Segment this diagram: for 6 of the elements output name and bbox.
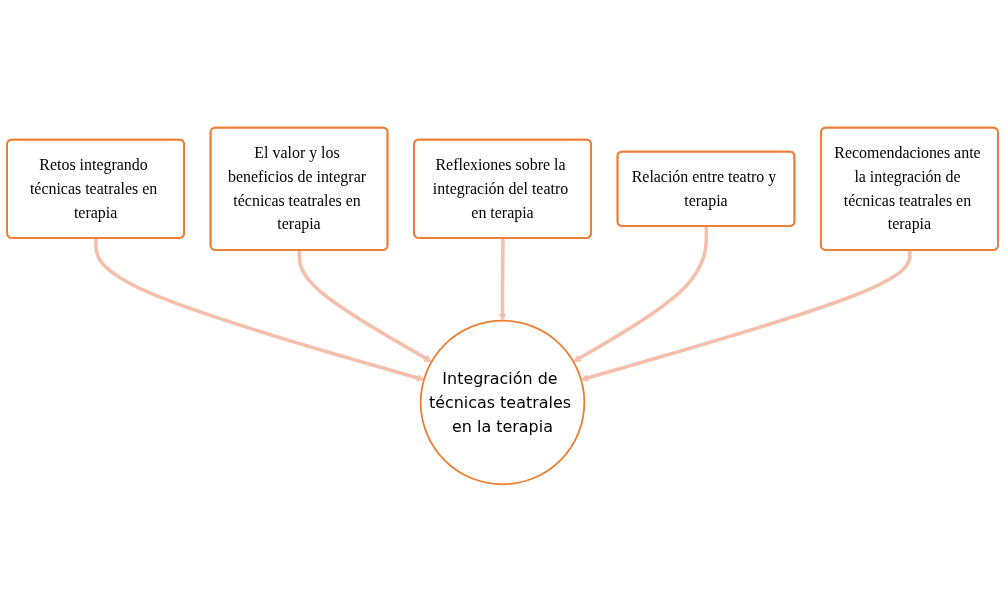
arrow <box>573 226 709 362</box>
arrow <box>94 238 425 382</box>
node-circle: Integración de técnicas teatrales en la terapia <box>419 319 586 486</box>
arrow <box>580 250 912 382</box>
arrow <box>498 238 507 321</box>
arrow <box>297 250 432 362</box>
